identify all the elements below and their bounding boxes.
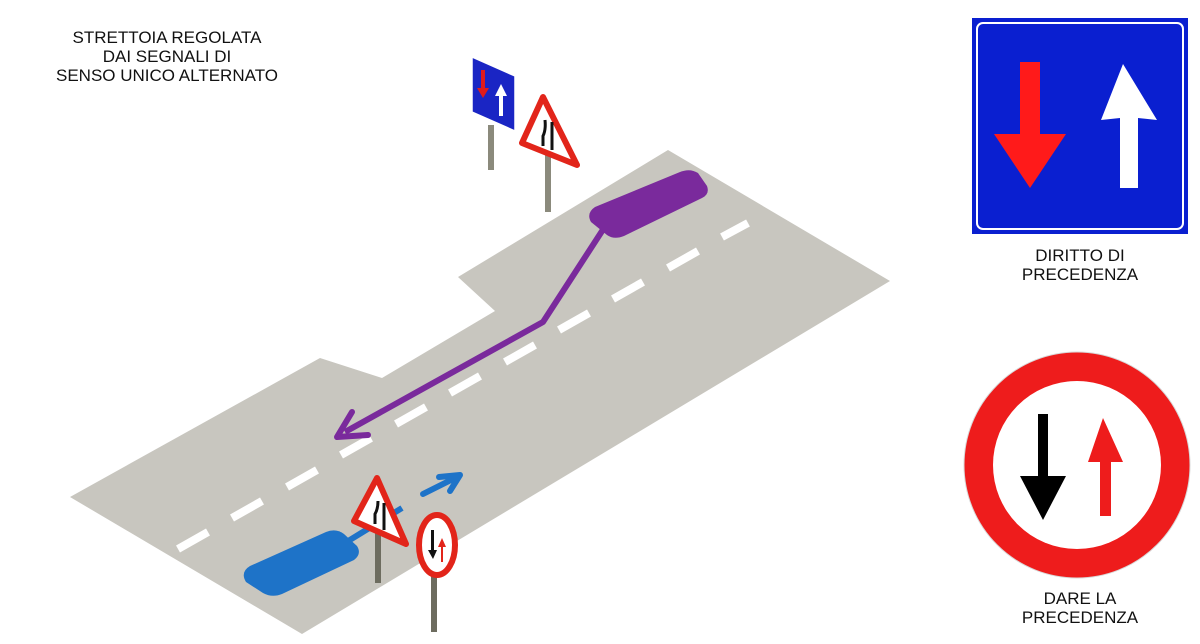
priority-over-oncoming-traffic-sign-icon xyxy=(972,18,1188,234)
title-line-1: STRETTOIA REGOLATA xyxy=(72,28,262,47)
road-surface xyxy=(70,150,890,634)
purple-car xyxy=(589,170,708,238)
road-narrows-sign-near xyxy=(351,475,409,583)
diagram-title: STRETTOIA REGOLATA DAI SEGNALI DI SENSO … xyxy=(22,28,312,85)
yield-sign-caption: DARE LA PRECEDENZA xyxy=(970,589,1190,627)
priority-caption-line-2: PRECEDENZA xyxy=(1021,265,1139,284)
title-line-2: DAI SEGNALI DI xyxy=(102,47,232,66)
blue-car xyxy=(243,530,359,596)
yield-sign-near xyxy=(416,512,458,632)
purple-car-group xyxy=(334,170,708,440)
title-line-3: SENSO UNICO ALTERNATO xyxy=(56,66,278,85)
road-narrows-sign-far xyxy=(519,94,580,212)
priority-caption-line-1: DIRITTO DI xyxy=(1035,246,1125,265)
priority-sign-far xyxy=(471,55,516,170)
purple-arrowhead-icon xyxy=(334,409,371,440)
yield-caption-line-1: DARE LA xyxy=(1043,589,1117,608)
give-way-to-oncoming-traffic-sign-icon xyxy=(963,351,1191,579)
yield-caption-line-2: PRECEDENZA xyxy=(1021,608,1139,627)
blue-direction-arrow-icon xyxy=(420,472,463,497)
purple-car-path xyxy=(343,226,607,435)
priority-sign-caption: DIRITTO DI PRECEDENZA xyxy=(970,246,1190,284)
lane-divider xyxy=(176,219,750,553)
